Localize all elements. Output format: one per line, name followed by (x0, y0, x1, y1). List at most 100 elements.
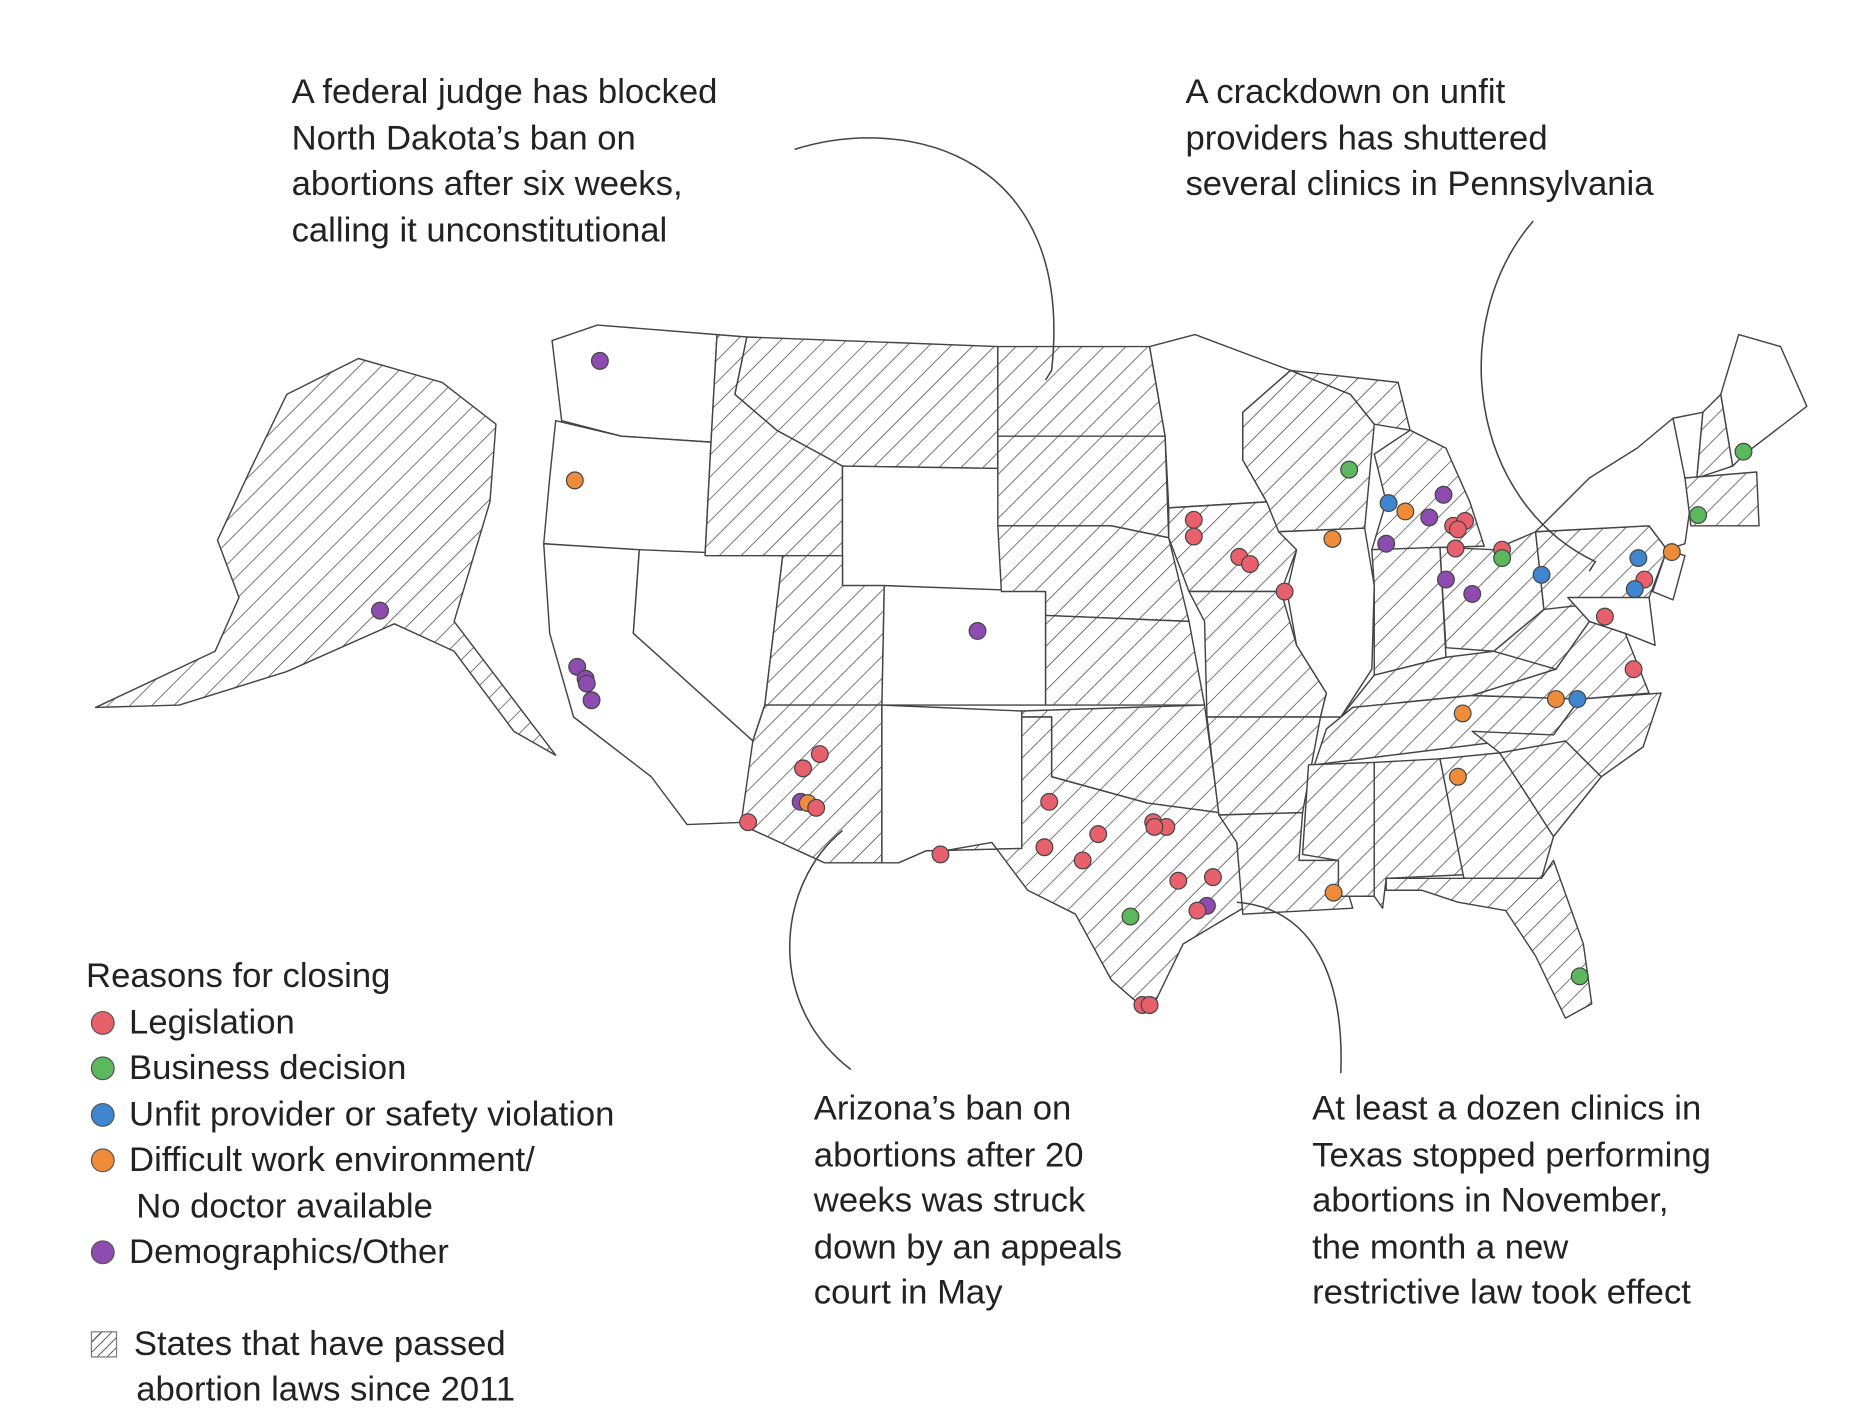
closure-dot-legislation-ia (1184, 510, 1203, 529)
closure-dot-difficult-nj (1662, 543, 1681, 562)
legend-label: Unfit provider or safety violation (129, 1095, 615, 1134)
state-nc (1471, 692, 1662, 778)
closure-dot-legislation-ia (1241, 555, 1259, 574)
legislation-dot-icon (90, 1010, 115, 1035)
closure-dot-legislation-mi (1448, 520, 1467, 539)
annotation-arizona: Arizona’s ban on abortions after 20 week… (813, 1089, 1123, 1313)
state-sd (997, 435, 1170, 539)
closure-dot-legislation-az (807, 798, 826, 817)
legend-item-hatched: States that have passed (86, 1321, 614, 1367)
closure-dot-unfit-mi (1379, 494, 1398, 513)
closure-dot-legislation-az (810, 745, 829, 764)
state-or (543, 419, 712, 557)
closure-dot-difficult-il (1323, 529, 1342, 548)
legend: Reasons for closing Legislation Business… (86, 954, 614, 1413)
closure-dot-legislation-tx (1188, 901, 1207, 920)
closure-dot-demographics-ak (371, 601, 389, 620)
closure-dot-legislation-az (794, 759, 813, 778)
state-ar (1206, 716, 1322, 816)
leader-pennsylvania (1480, 220, 1597, 572)
state-wa (551, 324, 718, 443)
closure-dot-business-oh (1493, 549, 1512, 568)
closure-dot-legislation-tx (1140, 996, 1159, 1014)
closure-dot-difficult-la (1324, 883, 1343, 902)
legend-item-difficult: Difficult work environment/ (86, 1138, 614, 1184)
closure-dot-legislation-tx (1040, 792, 1059, 811)
legend-item-demographics: Demographics/Other (86, 1230, 614, 1276)
closure-dot-legislation-az (739, 813, 758, 832)
closure-dot-difficult-or (565, 471, 584, 490)
legend-item-legislation: Legislation (86, 1000, 614, 1046)
closure-dot-business-fl (1570, 967, 1589, 986)
closure-dot-demographics-oh (1463, 584, 1482, 603)
closure-dot-difficult-nc (1546, 690, 1565, 709)
closure-dot-legislation-tx (1089, 825, 1108, 844)
closure-dot-legislation-mo (1275, 582, 1294, 601)
difficult-dot-icon (90, 1148, 115, 1173)
closure-dot-difficult-ga (1448, 767, 1467, 786)
unfit-dot-icon (90, 1102, 115, 1127)
closure-dot-legislation-va (1624, 660, 1643, 679)
legend-item-business: Business decision (86, 1046, 614, 1092)
closure-dot-legislation-tx (1145, 817, 1164, 836)
closure-dot-demographics-mi (1420, 508, 1439, 527)
closure-dot-unfit-pa (1625, 580, 1644, 599)
state-ga (1439, 752, 1555, 880)
demographics-dot-icon (90, 1240, 115, 1265)
legend-item-hatched-line2: abortion laws since 2011 (136, 1370, 516, 1409)
state-az (740, 704, 883, 864)
closure-dot-legislation-mi (1446, 539, 1465, 558)
hatch-swatch-icon (90, 1330, 118, 1358)
closure-dot-demographics-ca (577, 674, 596, 693)
state-me (1720, 333, 1808, 467)
closure-dot-business-me (1734, 442, 1753, 461)
closure-dot-legislation-tx (1203, 868, 1222, 887)
closure-dot-business-tx (1121, 907, 1140, 926)
closure-dot-legislation-tx (1035, 838, 1054, 857)
state-ks (1044, 614, 1206, 706)
state-mi (1371, 429, 1485, 551)
closure-dot-legislation-tx (931, 845, 950, 864)
closure-dot-unfit-pa (1532, 565, 1551, 584)
closure-dot-legislation-md (1595, 607, 1614, 626)
state-mi (1289, 369, 1411, 431)
state-il (1277, 527, 1375, 718)
state-nd (997, 345, 1166, 437)
annotation-north-dakota: A federal judge has blocked North Dakota… (291, 72, 718, 250)
closure-dot-demographics-oh (1436, 570, 1455, 589)
leader-arizona (788, 829, 852, 1071)
legend-label: States that have passed (133, 1324, 506, 1363)
annotation-texas: At least a dozen clinics in Texas stoppe… (1312, 1089, 1711, 1313)
closure-dot-legislation-ia (1184, 527, 1203, 546)
legend-label: Legislation (129, 1003, 295, 1042)
legend-label: Difficult work environment/ (129, 1141, 535, 1180)
closure-dot-difficult-mi (1396, 502, 1415, 521)
business-dot-icon (90, 1056, 115, 1081)
annotation-pennsylvania: A crackdown on unfit providers has shutt… (1185, 72, 1654, 204)
closure-dot-demographics-mi (1377, 534, 1396, 553)
leader-texas (1236, 901, 1342, 1074)
closure-dot-demographics-mi (1434, 485, 1453, 504)
closure-dot-demographics-wa (590, 351, 609, 370)
closure-dot-unfit-pa (1629, 549, 1648, 568)
closure-dot-business-wi (1340, 460, 1359, 479)
state-fl (1385, 859, 1593, 1019)
legend-title: Reasons for closing (86, 957, 391, 996)
closure-dot-demographics-co (968, 621, 987, 640)
state-co (881, 584, 1047, 706)
closure-dot-demographics-ca (582, 691, 601, 710)
legend-item-difficult-line2: No doctor available (136, 1187, 433, 1226)
closure-dot-business-ma (1689, 506, 1708, 525)
closure-dot-difficult-nc (1453, 704, 1472, 723)
legend-item-unfit: Unfit provider or safety violation (86, 1092, 614, 1138)
closure-dot-legislation-tx (1073, 851, 1092, 870)
state-wy (841, 465, 1003, 593)
legend-label: Business decision (129, 1049, 407, 1088)
closure-dot-unfit-nc (1568, 690, 1587, 709)
state-in (1371, 546, 1447, 676)
state-ak (94, 357, 557, 756)
closure-dot-legislation-tx (1169, 871, 1188, 890)
legend-label: Demographics/Other (129, 1233, 449, 1272)
